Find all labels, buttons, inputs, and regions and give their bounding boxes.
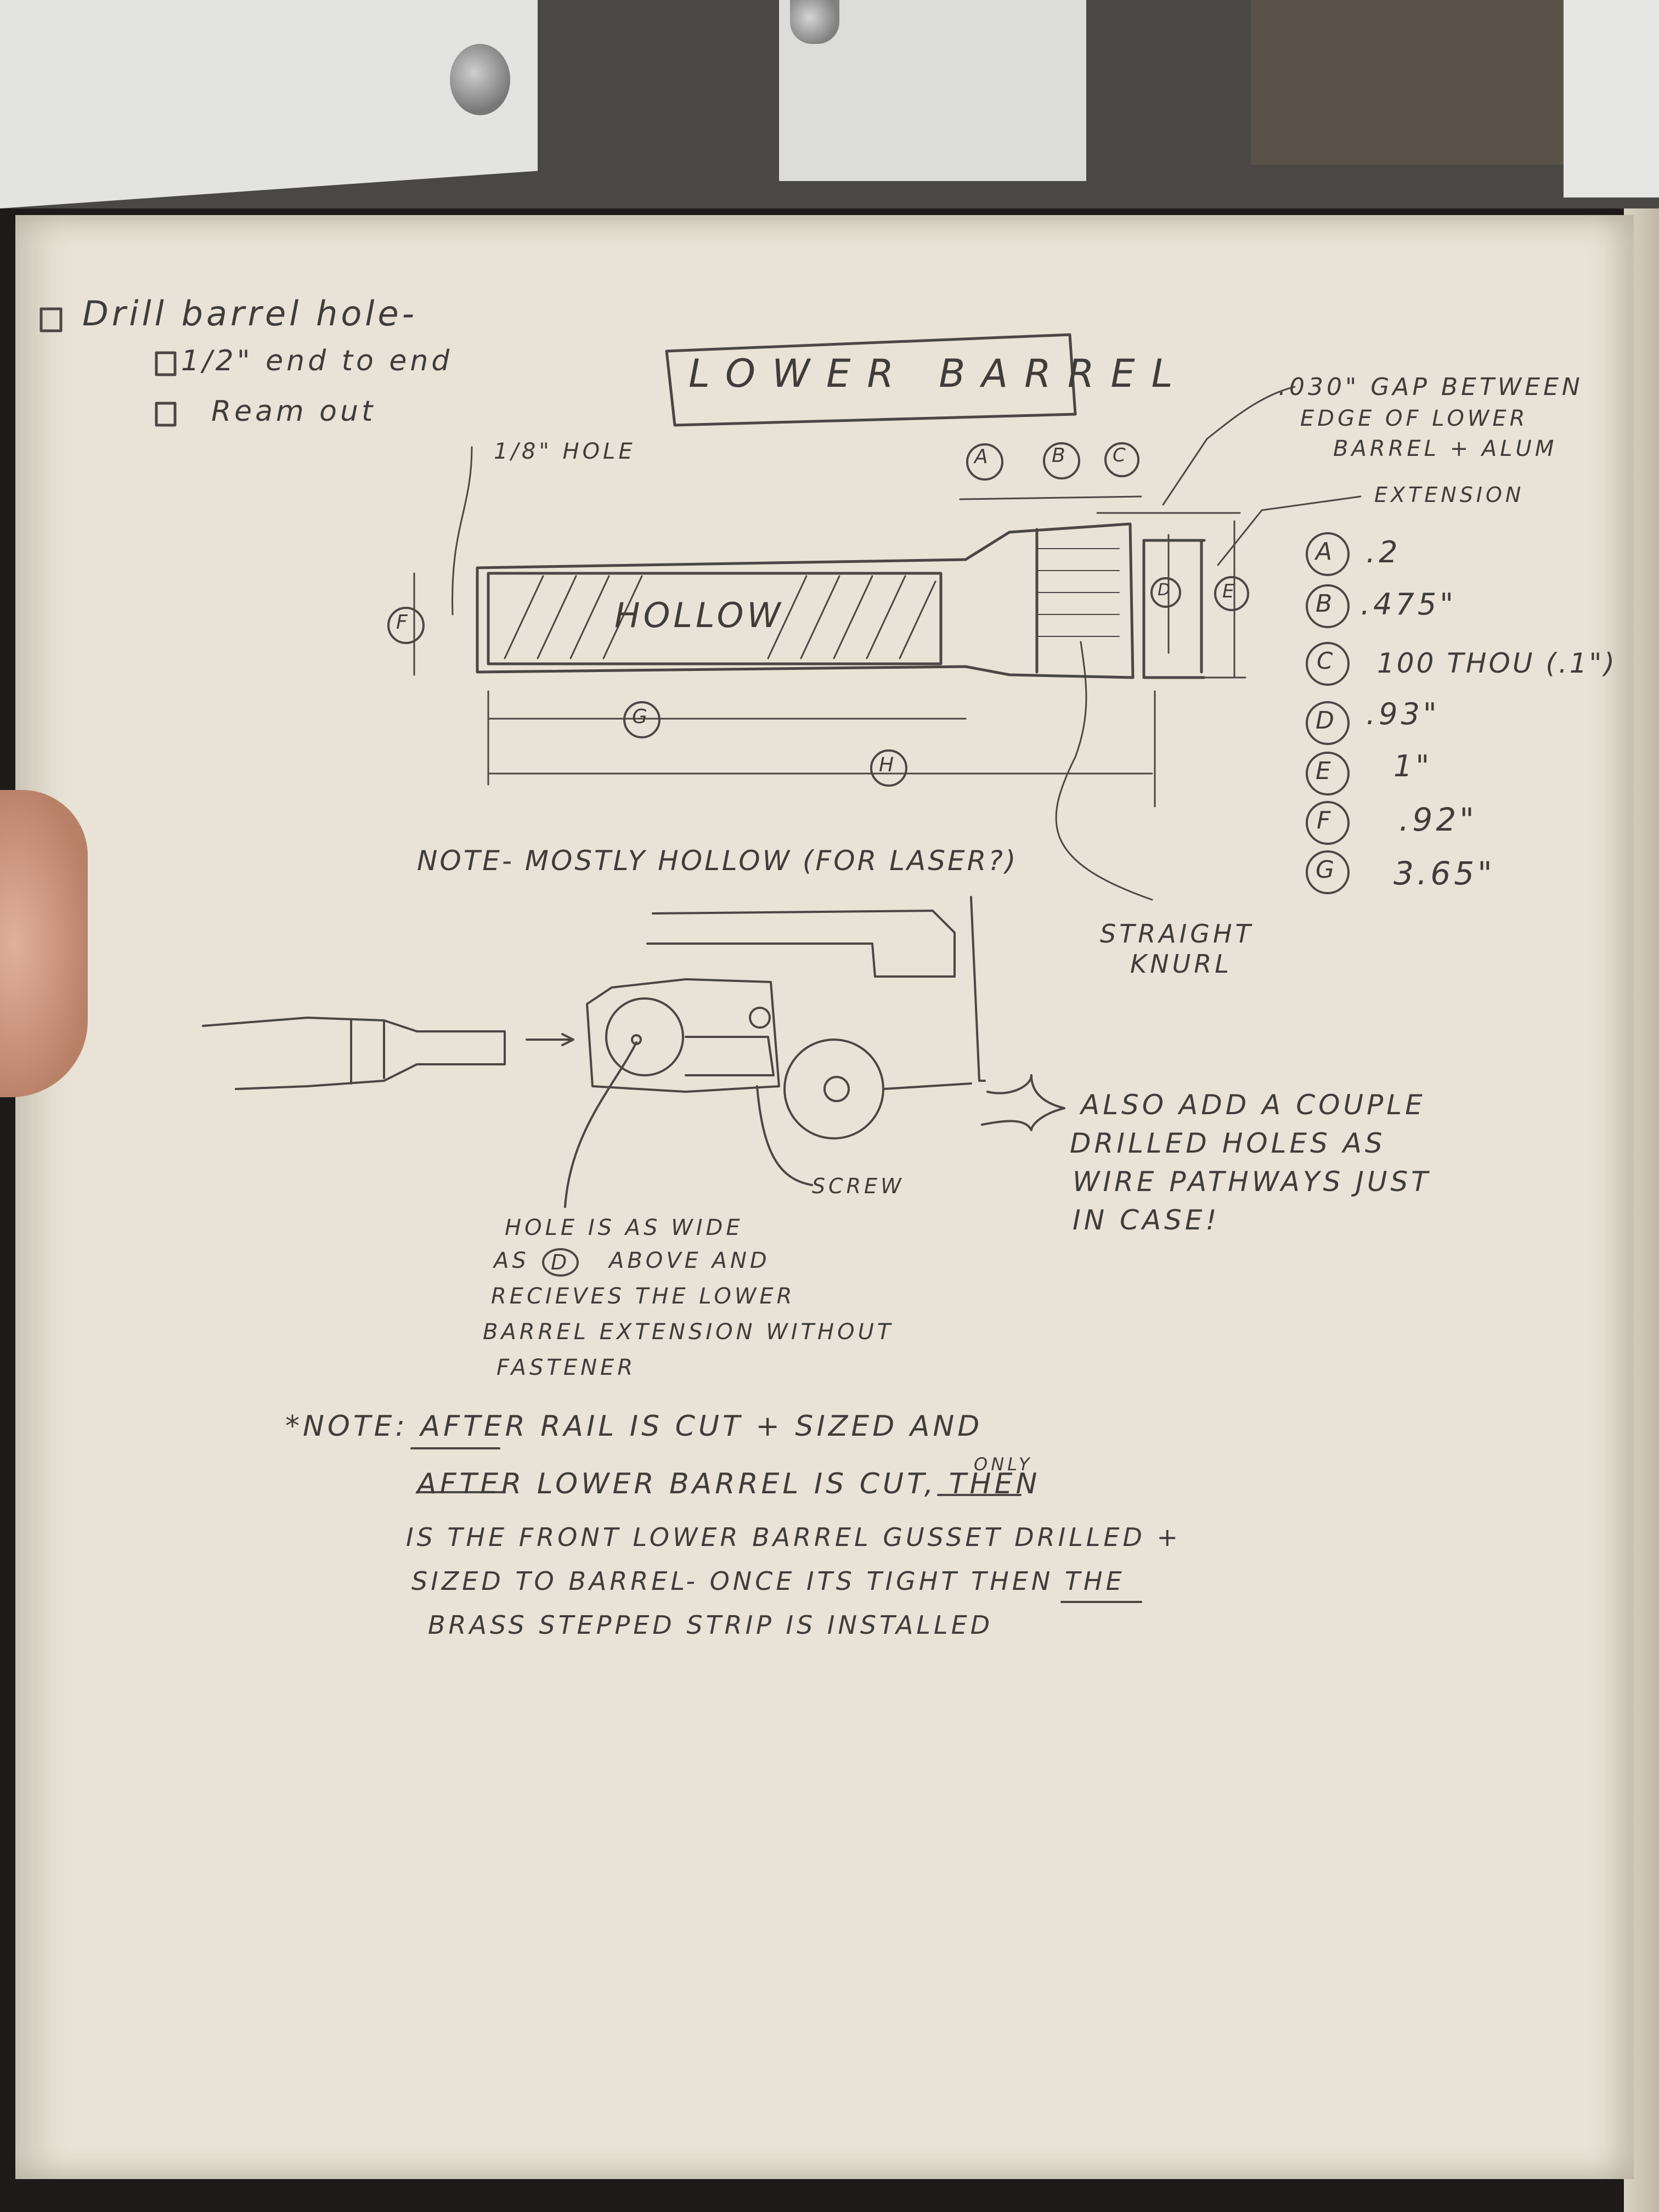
callout-b: B: [1052, 444, 1069, 467]
checklist-item-end-to-end: 1/2" end to end: [181, 345, 453, 377]
hole-note-line2b: ABOVE AND: [609, 1248, 770, 1273]
checklist-main: Drill barrel hole-: [82, 294, 417, 334]
checklist-item-ream-out: Ream out: [211, 395, 376, 428]
underlines: [410, 1447, 1142, 1603]
cabinet-door-right: [1564, 0, 1659, 198]
callout-d: D: [1158, 580, 1174, 600]
footnote-line2: AFTER LOWER BARREL IS CUT, THEN: [417, 1468, 1041, 1500]
callout-f: F: [396, 611, 411, 634]
dim-key-a: A: [1316, 538, 1336, 566]
dimension-lines: [413, 386, 1362, 901]
dim-key-b: B: [1316, 590, 1336, 618]
callout-g: G: [632, 706, 651, 728]
hole-label: 1/8" HOLE: [494, 439, 636, 464]
checkbox-icon: [155, 402, 177, 427]
hole-note-line2a: AS: [494, 1248, 529, 1273]
dim-value-c: 100 THOU (.1"): [1377, 647, 1617, 679]
also-note-line2: DRILLED HOLES AS: [1070, 1127, 1386, 1159]
thumb: [0, 790, 88, 1097]
dim-key-c: C: [1317, 647, 1336, 674]
callout-h: H: [879, 754, 898, 776]
callout-a: A: [974, 445, 991, 468]
gap-note-line2: EDGE OF LOWER: [1300, 406, 1528, 431]
assembly-drawing: [202, 896, 1065, 1208]
also-note-line1: ALSO ADD A COUPLE: [1081, 1089, 1426, 1121]
dim-key-f: F: [1317, 806, 1334, 834]
dim-key-g: G: [1316, 856, 1338, 884]
lower-barrel-drawing: [476, 522, 1206, 679]
also-note-line4: IN CASE!: [1073, 1204, 1220, 1236]
hole-note-callout-d: D: [542, 1248, 579, 1277]
dim-value-g: 3.65": [1393, 855, 1496, 892]
hollow-label: HOLLOW: [614, 595, 784, 635]
dim-key-d: D: [1316, 707, 1338, 735]
dim-value-d: .93": [1366, 697, 1440, 731]
footnote-line4: SIZED TO BARREL- ONCE ITS TIGHT THEN THE: [411, 1566, 1125, 1596]
hole-note-line3: RECIEVES THE LOWER: [491, 1284, 795, 1309]
hole-note-line5: FASTENER: [496, 1355, 636, 1380]
also-note-line3: WIRE PATHWAYS JUST: [1073, 1166, 1431, 1198]
extension-label: EXTENSION: [1374, 483, 1525, 507]
callout-e: E: [1222, 580, 1238, 602]
gap-note-line3: BARREL + ALUM: [1333, 436, 1558, 461]
dim-value-b: .475": [1361, 587, 1457, 622]
notebook-page: [15, 215, 1634, 2179]
footnote-only: ONLY: [974, 1454, 1033, 1475]
footnote-line1: *NOTE: AFTER RAIL IS CUT + SIZED AND: [285, 1410, 983, 1443]
checkbox-icon: [40, 307, 63, 332]
screw-label: SCREW: [812, 1174, 905, 1198]
callout-circles: [387, 442, 1350, 894]
cabinet-knob-icon: [450, 44, 510, 115]
checkbox-icon: [155, 351, 177, 376]
footnote-line5: BRASS STEPPED STRIP IS INSTALLED: [428, 1610, 994, 1640]
gap-note-line1: .030" GAP BETWEEN: [1278, 373, 1583, 401]
hole-note-line4: BARREL EXTENSION WITHOUT: [483, 1319, 894, 1345]
callout-c: C: [1113, 444, 1129, 466]
knurl-note-line1: STRAIGHT: [1100, 919, 1254, 949]
drawing-title: LOWER BARREL: [689, 351, 1189, 396]
cabinet-knob-icon: [790, 0, 839, 44]
hole-note-line1: HOLE IS AS WIDE: [505, 1215, 743, 1240]
dim-key-e: E: [1316, 757, 1334, 785]
footnote-line3: IS THE FRONT LOWER BARREL GUSSET DRILLED…: [406, 1522, 1182, 1552]
dim-value-e: 1": [1393, 749, 1433, 783]
dim-value-a: .2: [1366, 535, 1401, 569]
hollow-note: NOTE- MOSTLY HOLLOW (FOR LASER?): [417, 845, 1018, 877]
knurl-note-line2: KNURL: [1130, 949, 1232, 979]
title-box: [665, 333, 1077, 427]
dim-value-f: .92": [1399, 801, 1477, 838]
